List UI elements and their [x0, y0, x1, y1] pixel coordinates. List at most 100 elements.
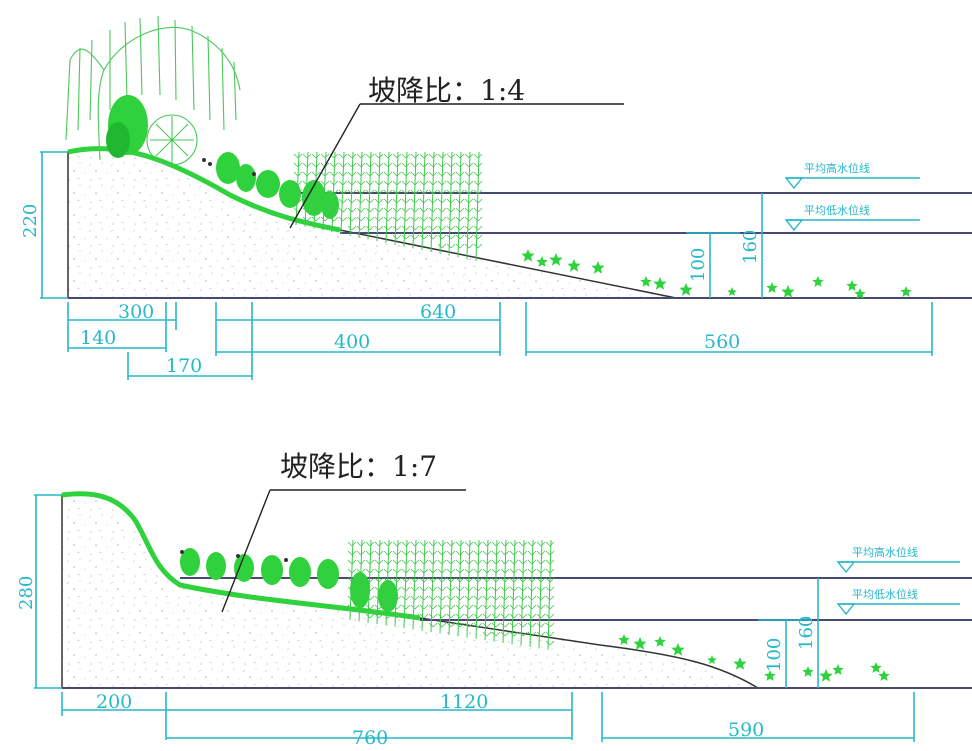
reed-leaf: [509, 613, 519, 619]
reed-leaf: [491, 568, 501, 574]
reed-leaf: [446, 550, 456, 556]
reed-leaf: [347, 577, 357, 583]
reed-stem: [421, 151, 426, 251]
reed-leaf: [437, 198, 447, 204]
reed-leaf: [374, 550, 384, 556]
reed-leaf: [527, 541, 537, 547]
reed-leaf: [527, 568, 537, 574]
reed-leaf: [356, 207, 366, 213]
aquatic-plant-icon: [819, 669, 833, 682]
reed-leaf: [428, 207, 438, 213]
bottom-high-water-marker-icon: [836, 561, 856, 574]
aquatic-plant-icon: [900, 286, 912, 297]
reed-leaf: [455, 568, 465, 574]
reed-leaf: [338, 198, 348, 204]
reed-stem: [313, 151, 318, 229]
reed-leaf: [428, 586, 438, 592]
reed-leaf: [365, 604, 375, 610]
reed-leaf: [293, 180, 303, 186]
reed-leaf: [536, 568, 546, 574]
reed-leaf: [410, 541, 420, 547]
reed-leaf: [491, 559, 501, 565]
reed-leaf: [419, 550, 429, 556]
reed-stem: [466, 151, 471, 260]
reed-leaf: [482, 550, 492, 556]
reed-leaf: [338, 207, 348, 213]
reed-leaf: [356, 216, 366, 222]
top-soil-fill: [68, 148, 676, 298]
reed-leaf: [536, 613, 546, 619]
reed-leaf: [329, 207, 339, 213]
reed-leaf: [455, 189, 465, 195]
reed-leaf: [347, 586, 357, 592]
top-dim-560: 560: [704, 331, 740, 353]
reed-leaf: [527, 631, 537, 637]
reed-leaf: [383, 577, 393, 583]
reed-stem: [304, 151, 309, 227]
aquatic-plant-icon: [812, 276, 824, 287]
reed-leaf: [401, 171, 411, 177]
reed-leaf: [347, 171, 357, 177]
reed-leaf: [401, 225, 411, 231]
aquatic-plant-icon: [832, 664, 844, 675]
reed-leaf: [500, 577, 510, 583]
reed-leaf: [482, 631, 492, 637]
reed-leaf: [383, 216, 393, 222]
aquatic-plant-icon: [567, 259, 581, 272]
reed-leaf: [455, 559, 465, 565]
reed-leaf: [347, 568, 357, 574]
reed-leaf: [356, 604, 366, 610]
bottom-low-water-label: 平均低水位线: [852, 587, 918, 601]
reed-leaf: [455, 243, 465, 249]
reed-leaf: [464, 586, 474, 592]
reed-leaf: [365, 568, 375, 574]
reed-stem: [457, 151, 462, 258]
reed-leaf: [491, 550, 501, 556]
reed-leaf: [464, 550, 474, 556]
bottom-dim-160: 160: [796, 616, 817, 650]
reed-leaf: [329, 216, 339, 222]
aquatic-plant-icon: [766, 282, 778, 293]
bottom-shrubs: [180, 548, 398, 612]
reed-leaf: [473, 604, 483, 610]
reed-leaf: [437, 234, 447, 240]
reed-leaf: [536, 631, 546, 637]
reed-leaf: [311, 216, 321, 222]
reed-leaf: [428, 550, 438, 556]
reed-leaf: [428, 577, 438, 583]
reed-leaf: [527, 586, 537, 592]
reed-leaf: [410, 189, 420, 195]
reed-leaf: [428, 198, 438, 204]
reed-leaf: [311, 207, 321, 213]
reed-leaf: [392, 207, 402, 213]
reed-leaf: [500, 541, 510, 547]
reed-stem: [538, 539, 543, 649]
reed-leaf: [383, 604, 393, 610]
reed-leaf: [455, 586, 465, 592]
top-height-dim: 220: [20, 204, 41, 238]
reed-leaf: [365, 216, 375, 222]
reed-leaf: [437, 225, 447, 231]
reed-leaf: [428, 189, 438, 195]
reed-leaf: [410, 171, 420, 177]
reed-leaf: [455, 162, 465, 168]
reed-leaf: [446, 243, 456, 249]
reed-leaf: [392, 198, 402, 204]
reed-leaf: [437, 559, 447, 565]
reed-leaf: [455, 622, 465, 628]
reed-leaf: [428, 541, 438, 547]
reed-leaf: [455, 207, 465, 213]
reed-leaf: [320, 189, 330, 195]
reed-stem: [547, 539, 552, 650]
reed-leaf: [419, 207, 429, 213]
reed-leaf: [410, 180, 420, 186]
reed-leaf: [374, 180, 384, 186]
reed-leaf: [500, 586, 510, 592]
reed-leaf: [293, 189, 303, 195]
top-horizontal-dimensions: 300 140 170 640 400 560: [67, 301, 933, 380]
aquatic-plant-icon: [521, 249, 535, 262]
reed-leaf: [338, 189, 348, 195]
reed-stem: [475, 539, 480, 639]
reed-leaf: [320, 207, 330, 213]
reed-leaf: [491, 613, 501, 619]
